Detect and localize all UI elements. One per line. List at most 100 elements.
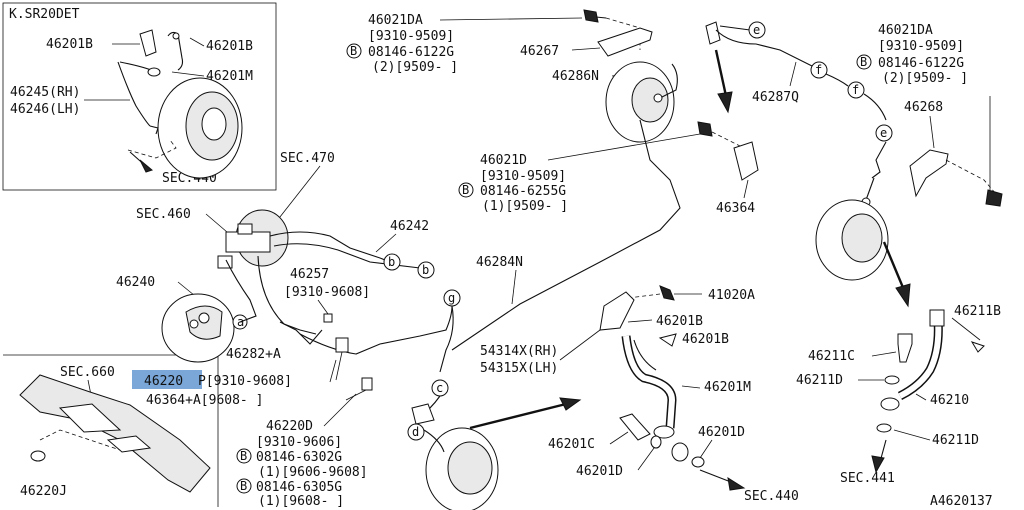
- label-46242: 46242: [390, 219, 429, 234]
- label-46201d-2: 46201D: [576, 464, 623, 479]
- mid-center-group: 46021D [9310-9509] B 08146-6255G (1)[950…: [451, 119, 759, 351]
- svg-text:f: f: [815, 63, 822, 77]
- svg-text:e: e: [880, 126, 887, 140]
- label-46021da-right: 46021DA: [878, 23, 933, 38]
- label-41020a: 41020A: [708, 288, 755, 303]
- label-sec470: SEC.470: [280, 151, 335, 166]
- label-46364a: 46364+A[9608- ]: [146, 393, 263, 408]
- clip-46257: [323, 313, 333, 323]
- bolt-41020a: [659, 285, 675, 301]
- arrow-head-right: [895, 283, 911, 308]
- label-46220-code: 46220: [144, 374, 183, 389]
- label-46201b-inset-a: 46201B: [46, 37, 93, 52]
- label-46286n: 46286N: [552, 69, 599, 84]
- bracket-part: [139, 29, 157, 57]
- front-hose-group: 46211B 46211C 46211D 46210 46211D SEC.44…: [796, 304, 1001, 486]
- connector-b-2: [417, 261, 435, 279]
- label-46201m: 46201M: [704, 380, 751, 395]
- svg-text:d: d: [412, 425, 419, 439]
- svg-text:B: B: [462, 183, 469, 197]
- bolt-46021da-right: [985, 189, 1003, 207]
- label-46211d-2: 46211D: [932, 433, 979, 448]
- label-46201b-inset-b: 46201B: [206, 39, 253, 54]
- master-cylinder: [225, 231, 271, 253]
- label-bolt-6302g: 08146-6302G: [256, 450, 342, 465]
- svg-text:B: B: [350, 44, 357, 58]
- label-46282a: 46282+A: [226, 347, 281, 362]
- arrow-head-upper: [717, 91, 733, 114]
- pipe-46287q: [715, 29, 817, 69]
- connector-f-2: [847, 81, 865, 99]
- diagram-id: A4620137: [930, 494, 993, 509]
- label-46245-rh: 46245(RH): [10, 85, 80, 100]
- label-46211b: 46211B: [954, 304, 1001, 319]
- label-46201c: 46201C: [548, 437, 595, 452]
- clip-46220p: [335, 337, 349, 353]
- label-46021da-left: 46021DA: [368, 13, 423, 28]
- master-cylinder-group: SEC.470 SEC.460 46240 a 46242 b b g c 4: [116, 151, 461, 509]
- label-bolt-6305g-qty: (1)[9608- ]: [258, 494, 344, 509]
- label-54315x: 54315X(LH): [480, 361, 558, 376]
- label-46021d: 46021D: [480, 153, 527, 168]
- svg-text:b: b: [422, 263, 429, 277]
- label-sec441: SEC.441: [840, 471, 895, 486]
- label-bolt-6302g-qty: (1)[9606-9608]: [258, 465, 368, 480]
- label-bolt-6122g-left-qty: (2)[9509- ]: [372, 60, 458, 75]
- label-46287q: 46287Q: [752, 90, 799, 105]
- label-46220d-range: [9310-9606]: [256, 435, 342, 450]
- label-46021da-left-range: [9310-9509]: [368, 29, 454, 44]
- connector-f-1: [810, 61, 828, 79]
- svg-text:e: e: [753, 23, 760, 37]
- label-46257: 46257: [290, 267, 329, 282]
- label-46211c: 46211C: [808, 349, 855, 364]
- label-46267: 46267: [520, 44, 559, 59]
- svg-text:b: b: [388, 255, 395, 269]
- label-46211d-1: 46211D: [796, 373, 843, 388]
- arrow-head-rear: [559, 397, 582, 411]
- connector-e-1: [748, 21, 766, 39]
- label-bolt-6122g-right-qty: (2)[9509- ]: [882, 71, 968, 86]
- label-46284n: 46284N: [476, 255, 523, 270]
- top-center-group: 46021DA [9310-9509] B 08146-6122G (2)[95…: [346, 9, 893, 143]
- svg-text:c: c: [436, 381, 443, 395]
- bracket-46364: [733, 141, 759, 181]
- inset-k-sr20det: K.SR20DET 46201B 46201B 46201M 46245(RH)…: [2, 2, 277, 191]
- label-46257-range: [9310-9608]: [284, 285, 370, 300]
- clip-46220j: [30, 450, 46, 462]
- bolt-46211c: [897, 333, 913, 363]
- arrow-sec441: [871, 455, 885, 474]
- label-bolt-6255g: 08146-6255G: [480, 184, 566, 199]
- label-46268: 46268: [904, 100, 943, 115]
- inset-sec660: SEC.660 46220J: [3, 354, 219, 507]
- label-46201m-inset: 46201M: [206, 69, 253, 84]
- label-sec460: SEC.460: [136, 207, 191, 222]
- bolt-46021d: [697, 121, 713, 137]
- connector-d: [407, 423, 425, 441]
- label-46201b-1: 46201B: [656, 314, 703, 329]
- label-bolt-6122g-right: 08146-6122G: [878, 56, 964, 71]
- brake-pipe-inset: [117, 61, 151, 127]
- label-46021da-right-range: [9310-9509]: [878, 39, 964, 54]
- bolt-46201c: [619, 413, 651, 441]
- pipe-46242: [269, 231, 391, 263]
- label-46201d-1: 46201D: [698, 425, 745, 440]
- hose-part: [167, 31, 184, 71]
- right-top-group: 46021DA [9310-9509] B 08146-6122G (2)[95…: [815, 23, 1003, 308]
- svg-text:B: B: [240, 449, 247, 463]
- label-54314x: 54314X(RH): [480, 344, 558, 359]
- bracket-46268: [909, 149, 949, 198]
- bracket-54314x: [599, 291, 635, 331]
- label-46220-range: P[9310-9608]: [198, 374, 292, 389]
- label-46210: 46210: [930, 393, 969, 408]
- arrow-shaft-right: [882, 241, 906, 291]
- connector-b-1: [383, 253, 401, 271]
- label-46021d-range: [9310-9509]: [480, 169, 566, 184]
- svg-text:B: B: [240, 479, 247, 493]
- clip-46286n: [705, 21, 721, 45]
- label-46364: 46364: [716, 201, 755, 216]
- pipe-46284n: [451, 119, 681, 351]
- label-bolt-6122g-left: 08146-6122G: [368, 45, 454, 60]
- label-46220d: 46220D: [266, 419, 313, 434]
- arrow-sec440: [727, 476, 746, 491]
